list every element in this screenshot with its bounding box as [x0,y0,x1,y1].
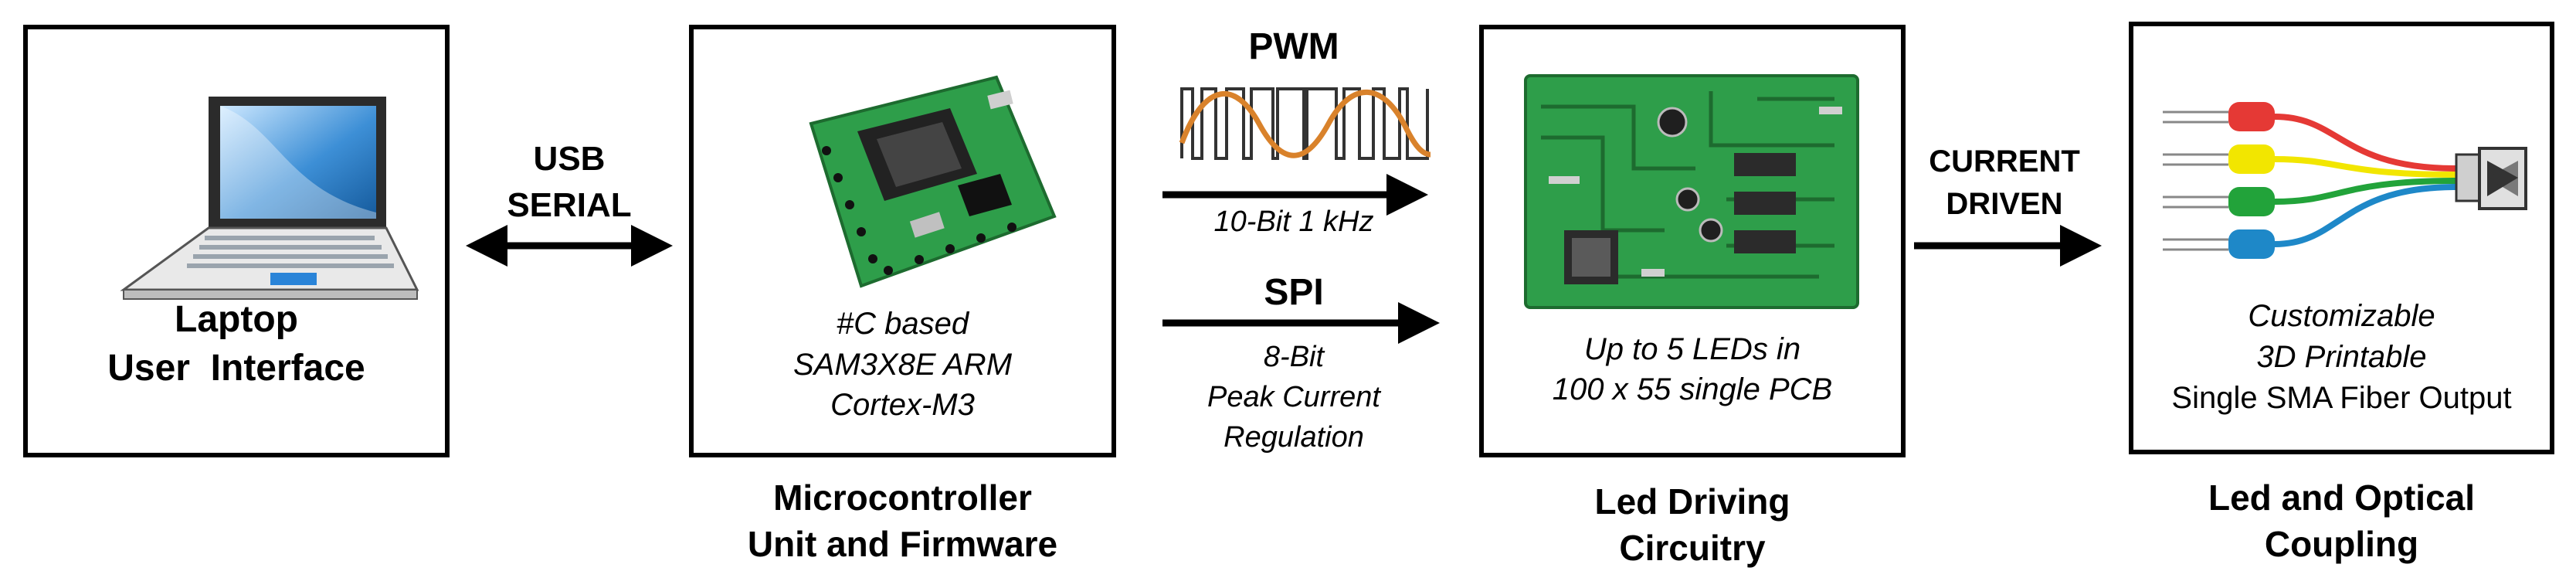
spi-detail-line3: Regulation [1224,421,1364,454]
optical-block [2129,22,2554,454]
driver-desc-line1: Up to 5 LEDs in [1583,332,1801,366]
mcu-caption-line1: Microcontroller [773,478,1032,518]
optical-desc-line3: Single SMA Fiber Output [2171,381,2512,415]
optical-caption-line1: Led and Optical [2208,478,2476,518]
pwm-label: PWM [1248,26,1339,67]
pwm-detail: 10-Bit 1 kHz [1213,206,1374,238]
mcu-desc-line1: #C based [836,307,969,341]
led-fiber-coupler-icon [2163,102,2527,259]
pwm-waveform-icon [1179,87,1431,160]
driver-caption-line2: Circuitry [1619,528,1766,568]
optical-desc-line2: 3D Printable [2256,340,2427,374]
microcontroller-board-icon [809,75,1057,288]
mcu-desc-line3: Cortex-M3 [830,388,975,422]
spi-label: SPI [1264,272,1324,313]
laptop-icon [120,97,419,300]
mcu-caption-line2: Unit and Firmware [747,524,1058,564]
optical-caption-line2: Coupling [2264,524,2419,564]
optical-desc-line1: Customizable [2248,299,2435,333]
laptop-title-line2: User Interface [107,348,365,389]
laptop-title-line1: Laptop [175,299,298,340]
driver-caption-line1: Led Driving [1594,481,1790,522]
driver-desc-line2: 100 x 55 single PCB [1552,372,1833,406]
spi-detail-line1: 8-Bit [1263,341,1325,373]
usb-label-line1: USB [533,140,606,178]
current-driven-line1: CURRENT [1929,144,2080,178]
mcu-desc-line2: SAM3X8E ARM [792,348,1013,382]
spi-detail-line2: Peak Current [1207,381,1380,413]
usb-label-line2: SERIAL [507,186,632,224]
current-driven-line2: DRIVEN [1946,187,2063,221]
pcb-icon [1524,74,1859,309]
